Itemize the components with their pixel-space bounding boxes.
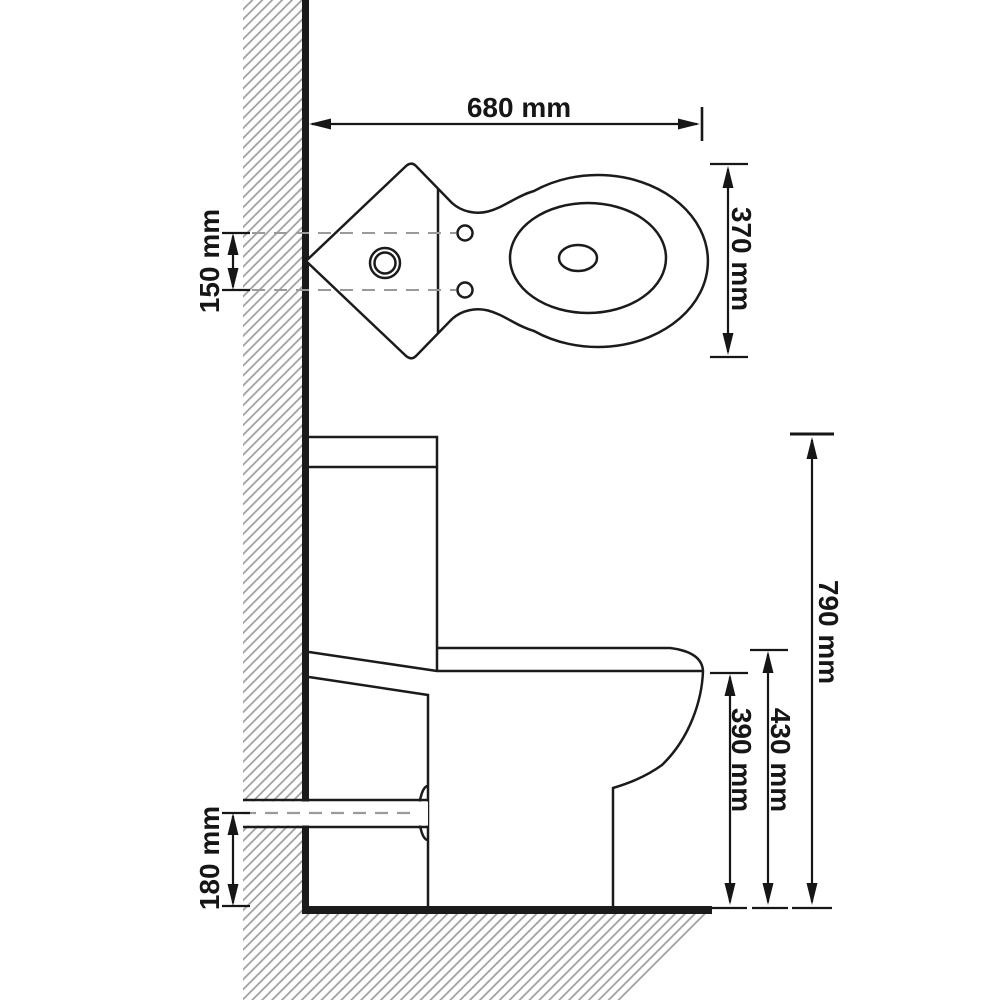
- hinge-hole-top: [456, 224, 474, 242]
- arrow-hinge-up: [227, 233, 239, 255]
- arrowheads: [227, 118, 818, 906]
- dimensions: [222, 107, 834, 910]
- pipe-walls: [243, 798, 428, 829]
- dim-seat-ticks: [750, 648, 788, 910]
- wall-line: [302, 0, 309, 914]
- top-view: [304, 162, 710, 360]
- bowl-back-line: [308, 675, 430, 906]
- side-view: [308, 435, 705, 906]
- bowl-front-curve: [611, 670, 705, 906]
- flush-button-inner: [373, 251, 397, 275]
- dim-total-label: 790 mm: [813, 580, 844, 684]
- arrow-rim-up: [724, 674, 736, 696]
- dim-depth-ticks: [710, 162, 748, 359]
- drain-hole: [557, 243, 599, 273]
- arrow-seat-up: [762, 651, 774, 673]
- bowl-inner-rim: [508, 201, 668, 315]
- floor-line: [302, 906, 712, 914]
- dim-seat-label: 430 mm: [765, 708, 796, 812]
- dim-rim-label: 390 mm: [726, 708, 757, 812]
- arrow-outlet-up: [227, 813, 239, 835]
- dim-rim-ticks: [710, 671, 748, 910]
- dim-width-label: 680 mm: [467, 92, 571, 123]
- arrow-depth-down: [722, 333, 734, 355]
- arrow-rim-down: [724, 883, 736, 905]
- dim-outlet-ticks: [222, 811, 250, 908]
- projection-lines: [252, 232, 456, 291]
- arrow-total-up: [806, 437, 818, 459]
- seat-rim-line: [308, 650, 703, 673]
- hinge-hole-bottom: [456, 281, 474, 299]
- cistern-tank: [309, 435, 439, 672]
- drain-pipe: [243, 784, 429, 842]
- arrow-depth-up: [722, 166, 734, 188]
- arrow-seat-down: [762, 883, 774, 905]
- arrow-width-left: [309, 118, 331, 130]
- toilet-outline-top: [304, 162, 710, 360]
- dim-outlet-label: 180 mm: [194, 806, 225, 910]
- dim-hinge-label: 150 mm: [194, 209, 225, 313]
- wall-floor-hatch: [243, 0, 709, 1000]
- arrow-hinge-down: [227, 268, 239, 290]
- seat-top-line: [438, 646, 705, 672]
- dim-depth-label: 370 mm: [726, 207, 757, 311]
- arrow-outlet-down: [227, 884, 239, 906]
- arrow-total-down: [806, 883, 818, 905]
- cistern-tank-fill: [309, 437, 437, 672]
- dim-hinge-ticks: [222, 231, 250, 292]
- arrow-width-right: [678, 118, 700, 130]
